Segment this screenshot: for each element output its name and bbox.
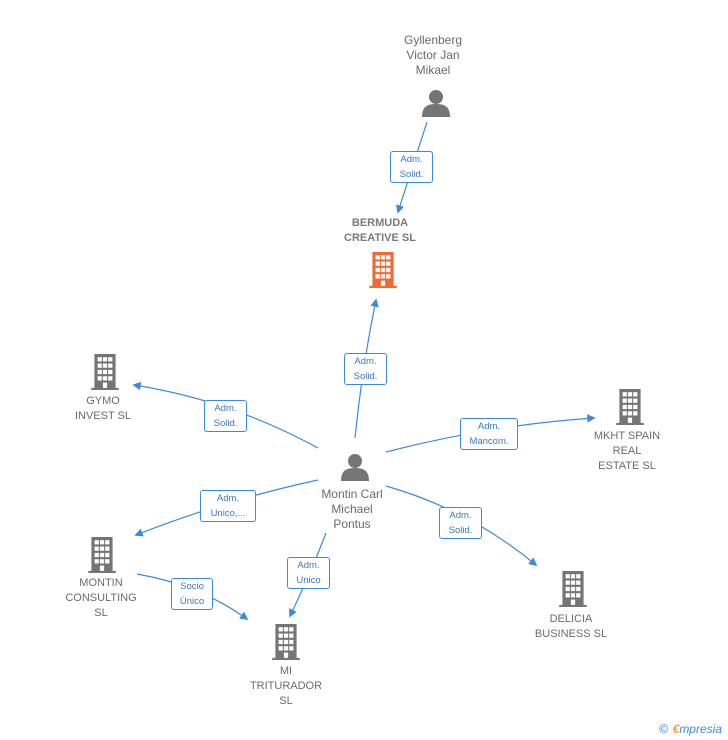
node-label-bermuda-creative[interactable]: BERMUDA CREATIVE SL [344,217,416,244]
building-icon[interactable] [272,624,300,660]
node-label-gymo-invest[interactable]: GYMO INVEST SL [74,395,132,422]
building-icon[interactable] [91,354,119,390]
edge-label-adm-unico: Adm. Unico,... [200,490,256,522]
person-icon[interactable] [341,454,369,481]
edge-label-adm-mancom: Adm. Mancom. [460,418,518,450]
node-label-gyllenberg[interactable]: Gyllenberg Victor Jan Mikael [403,33,463,77]
node-label-delicia-business[interactable]: DELICIA BUSINESS SL [534,613,608,640]
node-label-mkht-spain[interactable]: MKHT SPAIN REAL ESTATE SL [593,430,661,472]
edge-label-adm-unico: Adm. Unico [287,557,330,589]
brand-logo-initial: € [672,722,680,736]
building-icon[interactable] [369,252,397,288]
building-icon[interactable] [559,571,587,607]
edge-label-adm-solid: Adm. Solid. [204,400,247,432]
copyright-footer: ©€mpresia [658,722,722,736]
copyright-symbol: © [657,722,670,736]
edge-label-adm-solid: Adm. Solid. [344,353,387,385]
edge-label-socio-unico: Socio Único [171,578,213,610]
node-label-montin-carl[interactable]: Montin Carl Michael Pontus [321,487,383,531]
edge-label-adm-solid: Adm. Solid. [439,507,482,539]
building-icon[interactable] [88,537,116,573]
brand-logo-text: mpresia [679,722,722,736]
node-label-montin-consulting[interactable]: MONTIN CONSULTING SL [65,577,137,619]
edge-label-adm-solid: Adm. Solid. [390,151,433,183]
person-icon[interactable] [422,90,450,117]
node-label-mi-triturador[interactable]: MI TRITURADOR SL [249,665,323,707]
building-icon[interactable] [616,389,644,425]
